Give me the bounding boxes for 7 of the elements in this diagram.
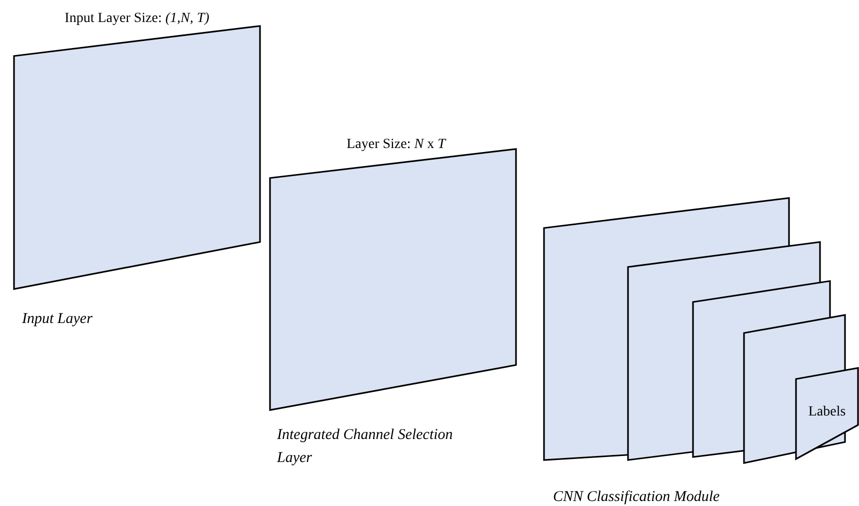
layer-size-label: Input Layer Size: (1,N, T) [64,10,210,28]
output-label: Labels [808,404,846,422]
layer-size-label: Layer Size: N x T [346,136,446,154]
layer-plane [795,367,859,460]
module-caption: CNN Classification Module [553,488,720,506]
layer-caption: Input Layer [22,310,94,329]
layer-caption: Integrated Channel Selection Layer [277,426,454,468]
